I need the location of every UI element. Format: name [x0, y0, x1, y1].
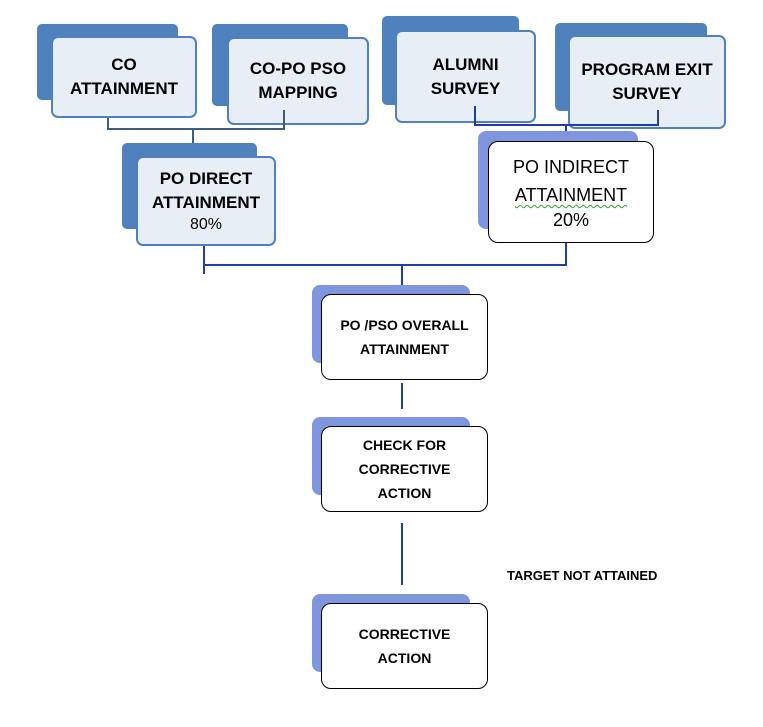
connector-co-down: [107, 118, 109, 130]
co-attainment-line-2: ATTAINMENT: [70, 79, 178, 98]
po-direct-line-1: PO DIRECT: [159, 169, 253, 188]
corrective-box: CORRECTIVE ACTION: [321, 603, 488, 689]
connector-exit-down: [657, 110, 659, 126]
check-line-1: CHECK FOR: [362, 437, 447, 453]
check-box: CHECK FOR CORRECTIVE ACTION: [321, 426, 488, 512]
po-indirect-box: PO INDIRECT ATTAINMENT 20%: [488, 141, 654, 243]
program-exit-survey-line-1: PROGRAM EXIT: [581, 60, 713, 79]
connector-middle-horizontal: [203, 264, 567, 266]
po-direct-line-2: ATTAINMENT: [152, 193, 260, 212]
check-line-3: ACTION: [377, 485, 432, 501]
program-exit-survey-box: PROGRAM EXIT SURVEY: [568, 35, 726, 129]
alumni-survey-line-2: SURVEY: [430, 78, 501, 98]
overall-box: PO /PSO OVERALL ATTAINMENT: [321, 294, 488, 380]
check-line-2: CORRECTIVE: [358, 461, 451, 477]
po-indirect-line-2: ATTAINMENT: [514, 185, 628, 205]
connector-direct-down: [203, 246, 205, 274]
connector-indirect-down: [565, 243, 567, 265]
po-indirect-percent: 20%: [552, 210, 590, 230]
corrective-line-2: ACTION: [377, 650, 432, 666]
target-not-attained-label: TARGET NOT ATTAINED: [507, 568, 658, 583]
program-exit-survey-line-2: SURVEY: [612, 84, 682, 103]
co-attainment-line-1: CO: [111, 55, 137, 74]
overall-line-1: PO /PSO OVERALL: [340, 317, 469, 333]
connector-left-to-direct: [192, 128, 194, 144]
connector-overall-to-check: [401, 383, 403, 409]
co-po-pso-mapping-line-2: MAPPING: [258, 83, 338, 102]
co-po-pso-mapping-box: CO-PO PSO MAPPING: [227, 37, 369, 125]
overall-line-2: ATTAINMENT: [360, 341, 449, 357]
connector-check-to-corrective: [401, 523, 403, 585]
corrective-line-1: CORRECTIVE: [358, 626, 451, 642]
connector-alumni-down: [474, 106, 476, 126]
po-direct-percent: 80%: [189, 216, 223, 233]
connector-to-overall: [401, 264, 403, 294]
connector-mapping-down: [283, 110, 285, 130]
co-attainment-box: CO ATTAINMENT: [51, 36, 197, 118]
co-po-pso-mapping-line-1: CO-PO PSO: [249, 59, 347, 78]
po-indirect-line-1: PO INDIRECT: [512, 157, 629, 177]
po-direct-box: PO DIRECT ATTAINMENT 80%: [136, 156, 276, 246]
connector-left-horizontal: [107, 128, 285, 130]
alumni-survey-line-1: ALUMNI: [432, 54, 499, 74]
alumni-survey-box: ALUMNI SURVEY: [395, 30, 536, 123]
